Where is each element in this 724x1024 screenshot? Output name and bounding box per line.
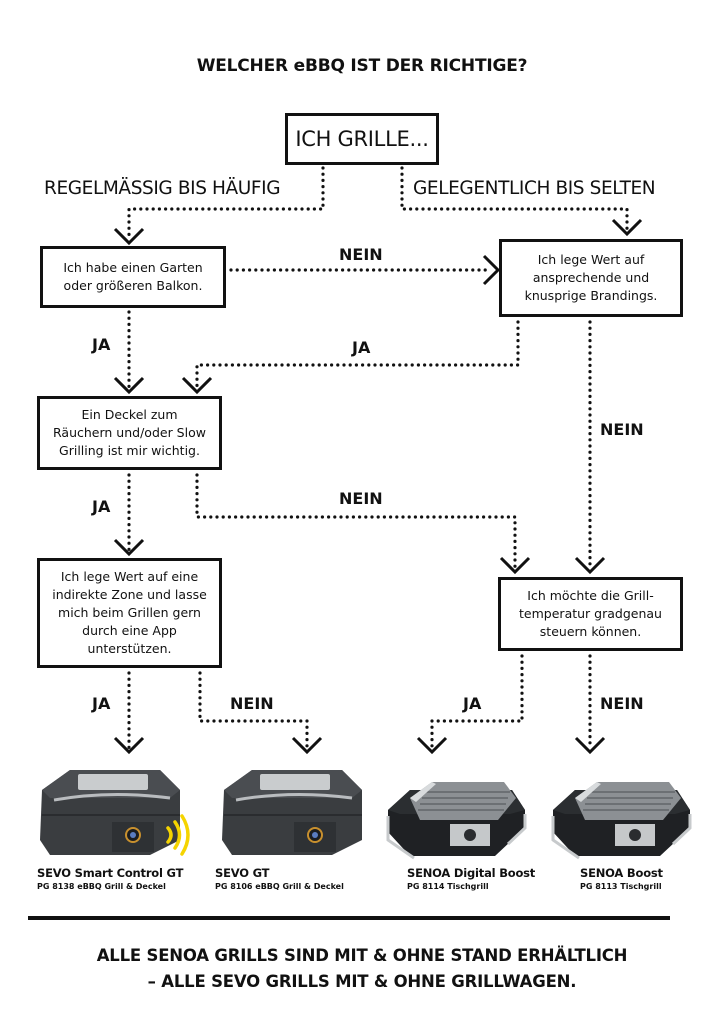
label-temp-no: NEIN bbox=[600, 694, 644, 713]
product-name: SEVO GT bbox=[215, 866, 270, 880]
arrowhead-temp-right bbox=[574, 556, 606, 575]
arrowhead-product-4 bbox=[574, 736, 606, 755]
footer-line-1: ALLE SENOA GRILLS SIND MIT & OHNE STAND … bbox=[96, 946, 628, 965]
senoa-grill-image bbox=[386, 782, 527, 860]
arrowhead-lid-left bbox=[113, 376, 145, 395]
arrowhead-brandings-top bbox=[611, 218, 643, 237]
product-model: PG 8106 eBBQ Grill & Deckel bbox=[215, 882, 344, 891]
product-model: PG 8138 eBBQ Grill & Deckel bbox=[37, 882, 166, 891]
question-garden: Ich habe einen Garten oder größeren Balk… bbox=[40, 246, 226, 308]
arrowhead-temp-left bbox=[499, 556, 531, 575]
question-app: Ich lege Wert auf eine indirekte Zone un… bbox=[37, 558, 222, 668]
branch-label-regular: REGELMÄSSIG BIS HÄUFIG bbox=[44, 178, 281, 199]
connector-brandings-yes bbox=[195, 320, 520, 391]
product-model: PG 8113 Tischgrill bbox=[580, 882, 662, 891]
label-app-yes: JA bbox=[92, 694, 111, 713]
sevo-grill-image bbox=[222, 770, 362, 855]
start-node: ICH GRILLE... bbox=[285, 113, 439, 165]
footer-divider bbox=[28, 916, 670, 920]
arrowhead-product-2 bbox=[291, 736, 323, 755]
question-lid: Ein Deckel zum Räuchern und/oder Slow Gr… bbox=[37, 396, 222, 470]
footer-note: ALLE SENOA GRILLS SIND MIT & OHNE STAND … bbox=[0, 943, 724, 995]
branch-label-occasional: GELEGENTLICH BIS SELTEN bbox=[413, 178, 656, 199]
arrowhead-product-1 bbox=[113, 736, 145, 755]
label-temp-yes: JA bbox=[463, 694, 482, 713]
product-name: SENOA Digital Boost bbox=[407, 866, 536, 880]
product-name: SENOA Boost bbox=[580, 866, 663, 880]
product-model: PG 8114 Tischgrill bbox=[407, 882, 489, 891]
wifi-signal-icon bbox=[166, 814, 190, 856]
arrowhead-garden bbox=[113, 227, 145, 246]
arrowhead-app bbox=[113, 538, 145, 557]
label-lid-no: NEIN bbox=[339, 489, 383, 508]
footer-line-2: – ALLE SEVO GRILLS MIT & OHNE GRILLWAGEN… bbox=[147, 972, 577, 991]
arrowhead-brandings-left bbox=[482, 254, 501, 286]
label-brandings-no: NEIN bbox=[600, 420, 644, 439]
connector-lid-no bbox=[195, 473, 517, 571]
label-lid-yes: JA bbox=[92, 497, 111, 516]
arrowhead-product-3 bbox=[416, 736, 448, 755]
connector-start-left bbox=[127, 166, 325, 242]
connector-start-right bbox=[400, 166, 629, 233]
page-title: WELCHER eBBQ IST DER RICHTIGE? bbox=[196, 56, 528, 76]
label-garden-yes: JA bbox=[92, 335, 111, 354]
arrowhead-lid-right bbox=[181, 376, 213, 395]
senoa-grill-image bbox=[551, 782, 692, 860]
label-brandings-yes: JA bbox=[352, 338, 371, 357]
sevo-grill-image bbox=[40, 770, 190, 856]
label-app-no: NEIN bbox=[230, 694, 274, 713]
label-garden-no: NEIN bbox=[339, 245, 383, 264]
product-name: SEVO Smart Control GT bbox=[37, 866, 184, 880]
question-brandings: Ich lege Wert auf ansprechende und knusp… bbox=[499, 239, 683, 317]
connector-app-no bbox=[198, 671, 309, 750]
question-temperature: Ich möchte die Grill-temperatur gradgena… bbox=[498, 577, 683, 651]
connector-temp-yes bbox=[430, 654, 524, 750]
